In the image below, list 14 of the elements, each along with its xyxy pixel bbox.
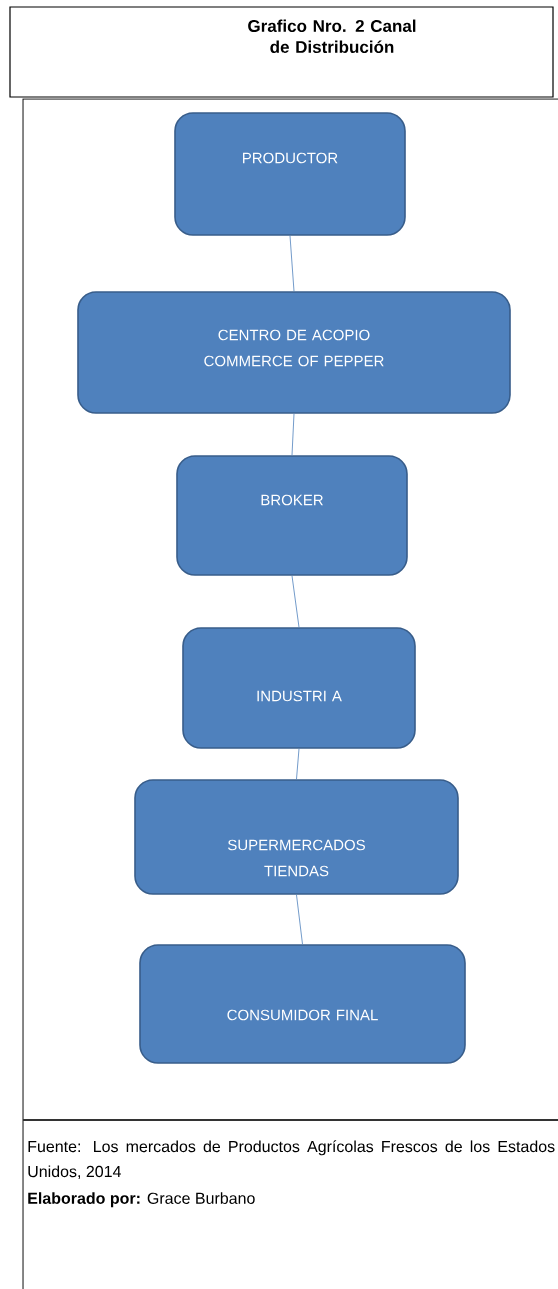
process-box: SUPERMERCADOS TIENDAS — [134, 779, 459, 895]
connector-line — [291, 413, 295, 456]
process-box: CONSUMIDOR FINAL — [139, 944, 466, 1064]
connector-line — [289, 235, 295, 292]
source-note: Fuente: Los mercados de Productos Agrícolas Frescos de los Estados Unidos, 2014 — [28, 1140, 555, 1180]
connector-line — [291, 575, 300, 628]
author-note: Elaborado por: Grace Burbano — [28, 1192, 255, 1208]
process-box: BROKER — [176, 455, 408, 576]
process-box: PRODUCTOR — [174, 112, 406, 236]
process-box: INDUSTRI A — [182, 627, 416, 749]
title: Grafico Nro. 2 Canal de Distribución — [248, 19, 416, 54]
connector-line — [296, 894, 303, 945]
connector-line — [296, 748, 300, 780]
process-box: CENTRO DE ACOPIO COMMERCE OF PEPPER — [77, 291, 511, 414]
